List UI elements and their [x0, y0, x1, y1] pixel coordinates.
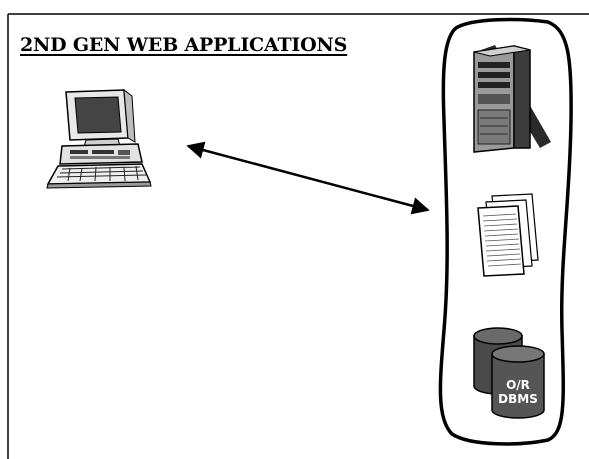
connection-arrow — [186, 141, 430, 215]
database-label-line2: DBMS — [498, 392, 538, 406]
slide-title: 2ND GEN WEB APPLICATIONS — [20, 34, 348, 56]
desktop-computer-icon — [46, 88, 152, 189]
server-group-outline — [438, 17, 573, 446]
database-cylinders-icon — [473, 327, 545, 419]
database-label: O/R DBMS — [491, 378, 545, 406]
slide-frame — [7, 13, 589, 459]
server-tower-icon — [473, 45, 551, 153]
database-label-line1: O/R — [506, 378, 530, 392]
document-stack-icon — [477, 193, 539, 277]
